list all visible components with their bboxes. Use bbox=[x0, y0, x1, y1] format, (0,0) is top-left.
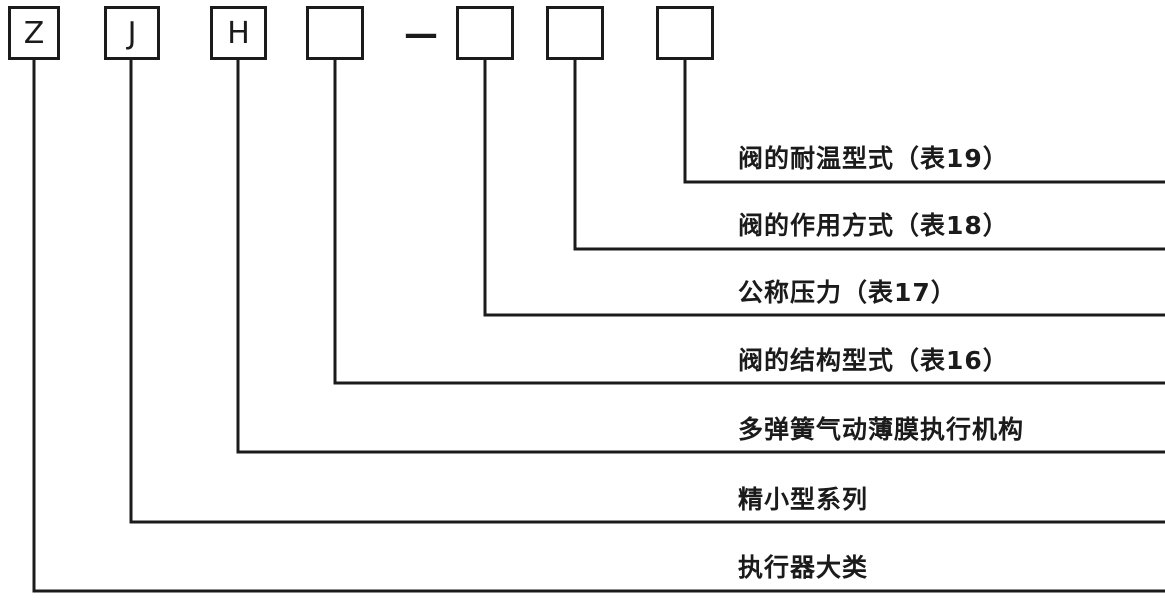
annotation-nominal-pressure: 公称压力（表17） bbox=[738, 278, 957, 307]
code-box-h-label: H bbox=[227, 15, 250, 51]
annotation-compact-series: 精小型系列 bbox=[738, 485, 869, 514]
code-box-action-mode bbox=[546, 6, 604, 60]
code-box-z-label: Z bbox=[23, 15, 45, 51]
code-box-j: J bbox=[104, 6, 160, 60]
code-separator-dash: — bbox=[404, 14, 438, 54]
annotation-actuator: 多弹簧气动薄膜执行机构 bbox=[738, 415, 1025, 444]
annotation-action-mode: 阀的作用方式（表18） bbox=[738, 211, 1009, 240]
annotation-actuator-class: 执行器大类 bbox=[738, 553, 869, 582]
code-box-j-label: J bbox=[127, 15, 137, 51]
annotation-structure-type: 阀的结构型式（表16） bbox=[738, 346, 1009, 375]
connector-line-actuator bbox=[236, 60, 1165, 454]
code-box-nominal-pressure bbox=[456, 6, 514, 60]
code-box-temperature-type bbox=[656, 6, 714, 60]
annotation-temperature-type: 阀的耐温型式（表19） bbox=[738, 144, 1009, 173]
code-box-z: Z bbox=[8, 6, 60, 60]
connector-line-actuator-class bbox=[32, 60, 1165, 593]
connector-line-compact-series bbox=[129, 60, 1165, 524]
code-box-structure-type bbox=[306, 6, 364, 60]
code-box-h: H bbox=[210, 6, 267, 60]
